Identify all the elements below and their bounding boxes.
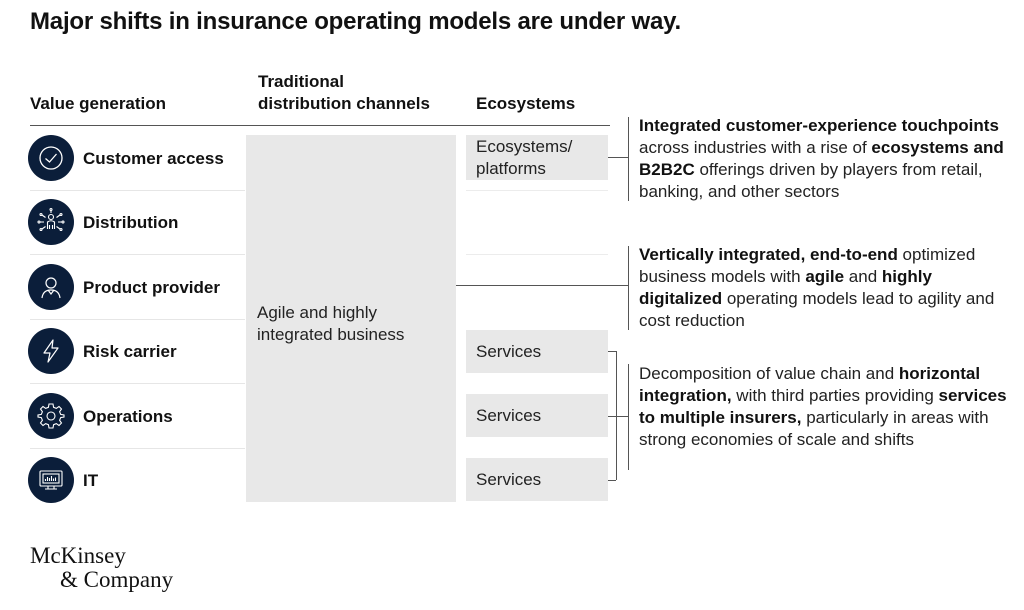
ecosystems-platforms-line1: Ecosystems/ bbox=[476, 137, 573, 156]
ecosystems-platforms-text: Ecosystems/ platforms bbox=[476, 136, 572, 180]
description-text: across industries with a rise of bbox=[639, 138, 872, 157]
description-customer-experience: Integrated customer-experience touchpoin… bbox=[639, 115, 1019, 203]
header-divider bbox=[30, 125, 610, 126]
description-text: with third parties providing bbox=[731, 386, 939, 405]
connector-line bbox=[608, 157, 628, 158]
network-person-icon bbox=[28, 199, 74, 245]
description-text: particularly in areas with strong econom… bbox=[639, 408, 989, 449]
bracket-line bbox=[608, 351, 616, 352]
row-label-distribution: Distribution bbox=[83, 213, 179, 232]
row-label-it: IT bbox=[83, 471, 99, 490]
description-emphasis: Vertically integrated, end-to-end bbox=[639, 245, 898, 264]
traditional-cell-text: Agile and highly integrated business bbox=[257, 302, 404, 346]
services-cell: Services bbox=[466, 330, 608, 373]
row-label-customer-access: Customer access bbox=[83, 149, 224, 168]
column-header-ecosystems: Ecosystems bbox=[476, 94, 576, 113]
services-cell: Services bbox=[466, 394, 608, 437]
description-emphasis: services to multiple insurers, bbox=[639, 386, 1007, 427]
row-divider bbox=[30, 448, 245, 449]
column-header-traditional-line1: Traditional bbox=[258, 72, 344, 91]
description-emphasis: agile bbox=[805, 267, 845, 286]
ecosystems-platforms-line2: platforms bbox=[476, 159, 546, 178]
column-header-traditional-line2: distribution channels bbox=[258, 94, 430, 113]
person-icon bbox=[28, 264, 74, 310]
services-cell-label: Services bbox=[476, 470, 542, 489]
services-cell-label: Services bbox=[476, 342, 542, 361]
ecosystems-platforms-cell: Ecosystems/ platforms bbox=[466, 135, 608, 180]
logo-line1: McKinsey bbox=[30, 543, 126, 568]
page-title: Major shifts in insurance operating mode… bbox=[30, 8, 681, 35]
description-text: operating models lead to agility and cos… bbox=[639, 289, 995, 330]
bracket-line bbox=[628, 117, 629, 201]
description-text: offerings driven by players from retail,… bbox=[639, 160, 983, 201]
description-text: Decomposition of value chain and bbox=[639, 364, 899, 383]
bracket-line bbox=[616, 351, 617, 480]
traditional-cell-line2: integrated business bbox=[257, 325, 405, 344]
description-horizontal-integration: Decomposition of value chain and horizon… bbox=[639, 363, 1019, 451]
description-text: and bbox=[844, 267, 882, 286]
description-vertical-integration: Vertically integrated, end-to-end optimi… bbox=[639, 244, 1019, 332]
services-cell: Services bbox=[466, 458, 608, 501]
bracket-line bbox=[628, 364, 629, 470]
mckinsey-logo: McKinsey & Company bbox=[30, 544, 173, 592]
column-header-traditional: Traditional distribution channels bbox=[258, 71, 430, 115]
row-divider bbox=[466, 190, 608, 191]
bracket-line bbox=[628, 246, 629, 330]
row-divider bbox=[30, 190, 245, 191]
description-text: optimized business models with bbox=[639, 245, 976, 286]
bracket-line bbox=[608, 480, 616, 481]
description-emphasis: highly digitalized bbox=[639, 267, 932, 308]
lightning-icon bbox=[28, 328, 74, 374]
check-circle-icon bbox=[28, 135, 74, 181]
row-divider bbox=[466, 254, 608, 255]
description-emphasis: horizontal integration, bbox=[639, 364, 981, 405]
traditional-cell-line1: Agile and highly bbox=[257, 303, 378, 322]
row-divider bbox=[30, 319, 245, 320]
logo-line2: & Company bbox=[60, 567, 174, 592]
row-label-risk-carrier: Risk carrier bbox=[83, 342, 177, 361]
column-header-value-generation: Value generation bbox=[30, 94, 167, 113]
description-emphasis: ecosystems and B2B2C bbox=[639, 138, 1004, 179]
traditional-cell: Agile and highly integrated business bbox=[246, 135, 456, 502]
row-divider bbox=[30, 383, 245, 384]
connector-line bbox=[608, 416, 628, 417]
row-divider bbox=[30, 254, 245, 255]
row-label-product-provider: Product provider bbox=[83, 278, 220, 297]
gear-icon bbox=[28, 393, 74, 439]
services-cell-label: Services bbox=[476, 406, 542, 425]
connector-line bbox=[456, 285, 628, 286]
row-label-operations: Operations bbox=[83, 407, 173, 426]
monitor-icon bbox=[28, 457, 74, 503]
description-emphasis: Integrated customer-experience touchpoin… bbox=[639, 116, 999, 135]
